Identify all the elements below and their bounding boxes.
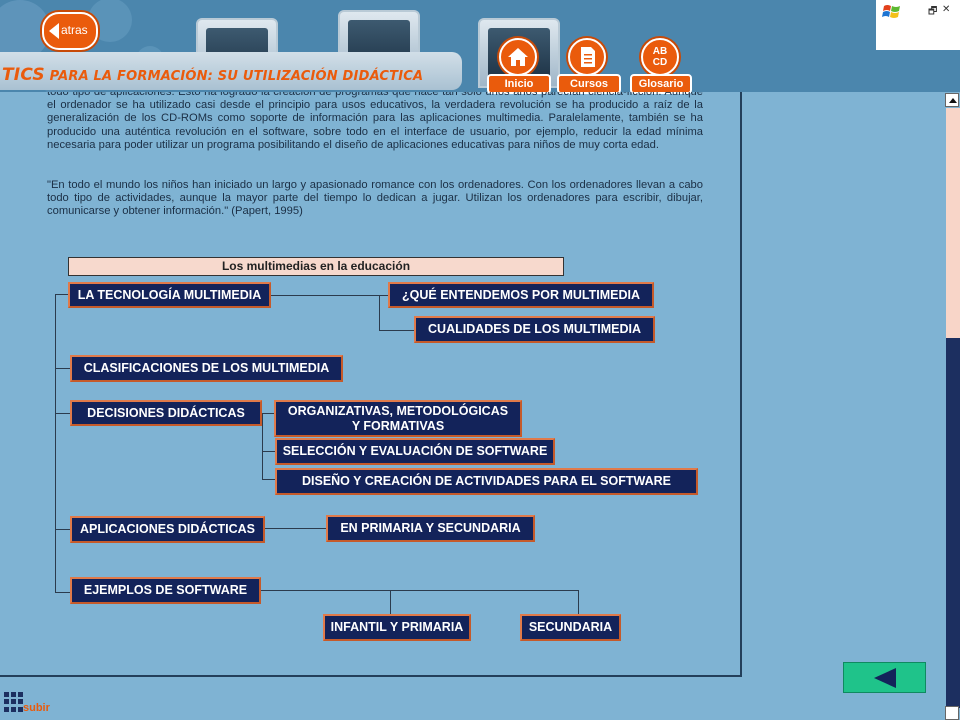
node-infantil-primaria[interactable]: INFANTIL Y PRIMARIA — [323, 614, 471, 641]
connector-line — [263, 528, 326, 529]
abcd-icon-text: AB CD — [652, 46, 668, 68]
header — [0, 0, 960, 92]
node-secundaria[interactable]: SECUNDARIA — [520, 614, 621, 641]
page-title: TICS PARA LA FORMACIÓN: SU UTILIZACIÓN D… — [2, 65, 424, 85]
connector-line — [55, 592, 70, 593]
paragraph-1: todo tipo de aplicaciones. Esto ha logra… — [47, 92, 703, 151]
connector-line — [262, 479, 276, 480]
document-glyph — [581, 47, 595, 67]
node-tecnologia-multimedia[interactable]: LA TECNOLOGÍA MULTIMEDIA — [68, 282, 271, 308]
document-icon[interactable] — [568, 38, 606, 76]
diagram-title: Los multimedias en la educación — [68, 257, 564, 276]
connector-line — [55, 294, 56, 592]
restore-icon[interactable]: 🗗 — [928, 6, 938, 17]
connector-line — [379, 330, 415, 331]
node-cualidades-multimedia[interactable]: CUALIDADES DE LOS MULTIMEDIA — [414, 316, 655, 343]
subir-label: subir — [23, 702, 50, 714]
content-panel: todo tipo de aplicaciones. Esto ha logra… — [0, 92, 742, 677]
paragraph-2: "En todo el mundo los niños han iniciado… — [47, 179, 703, 218]
connector-line — [379, 295, 380, 330]
home-glyph — [508, 48, 528, 66]
close-icon[interactable]: ✕ — [942, 4, 951, 15]
atras-label: atras — [61, 23, 88, 37]
node-aplicaciones-didacticas[interactable]: APLICACIONES DIDÁCTICAS — [70, 516, 265, 543]
connector-line — [261, 590, 579, 591]
connector-line — [55, 413, 70, 414]
connector-line — [55, 529, 70, 530]
abcd-icon[interactable]: AB CD — [641, 38, 679, 76]
connector-line — [55, 294, 69, 295]
connector-line — [262, 413, 275, 414]
subir-button[interactable]: subir — [4, 692, 64, 716]
node-organizativas[interactable]: ORGANIZATIVAS, METODOLÓGICAS Y FORMATIVA… — [274, 400, 522, 437]
node-diseno-actividades[interactable]: DISEÑO Y CREACIÓN DE ACTIVIDADES PARA EL… — [275, 468, 698, 495]
home-icon[interactable] — [499, 38, 537, 76]
connector-line — [55, 368, 70, 369]
arrow-left-icon — [874, 668, 896, 688]
inicio-button[interactable]: Inicio — [487, 74, 551, 94]
connector-line — [390, 590, 391, 614]
connector-line — [262, 413, 263, 479]
grid-icon — [4, 692, 24, 712]
connector-line — [578, 590, 579, 614]
windows-logo-icon — [882, 5, 900, 18]
node-ejemplos-software[interactable]: EJEMPLOS DE SOFTWARE — [70, 577, 261, 604]
node-seleccion-evaluacion[interactable]: SELECCIÓN Y EVALUACIÓN DE SOFTWARE — [275, 438, 555, 465]
glosario-button[interactable]: Glosario — [630, 74, 692, 94]
cursos-button[interactable]: Cursos — [557, 74, 621, 94]
scrollbar-lower-track[interactable] — [946, 338, 960, 708]
connector-line — [270, 295, 388, 296]
node-clasificaciones-multimedia[interactable]: CLASIFICACIONES DE LOS MULTIMEDIA — [70, 355, 343, 382]
atras-button[interactable]: atras — [42, 12, 98, 50]
connector-line — [262, 451, 276, 452]
node-que-entendemos-multimedia[interactable]: ¿QUÉ ENTENDEMOS POR MULTIMEDIA — [388, 282, 654, 308]
node-primaria-secundaria[interactable]: EN PRIMARIA Y SECUNDARIA — [326, 515, 535, 542]
node-decisiones-didacticas[interactable]: DECISIONES DIDÁCTICAS — [70, 400, 262, 426]
arrow-left-icon — [49, 23, 59, 39]
scroll-down-icon[interactable] — [945, 706, 959, 720]
title-band — [0, 52, 462, 90]
back-arrow-button[interactable] — [843, 662, 926, 693]
scrollbar-thumb-area[interactable] — [946, 108, 960, 338]
scroll-up-icon[interactable] — [945, 93, 959, 107]
